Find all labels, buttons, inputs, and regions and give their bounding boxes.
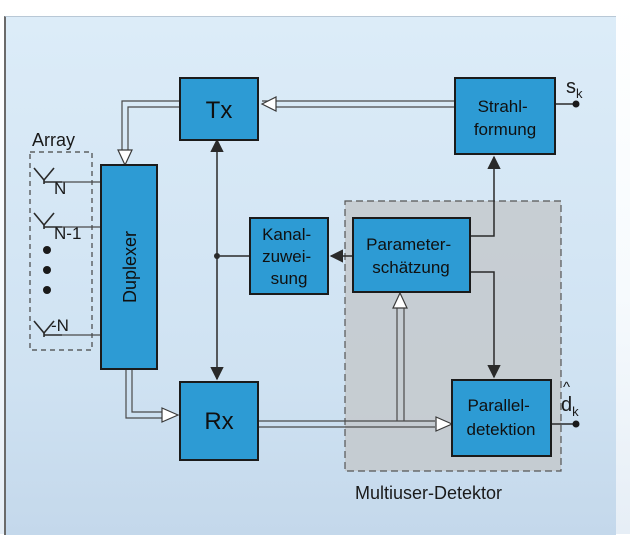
array-box	[29, 151, 93, 351]
tx-to-duplexer-line-a	[121, 100, 180, 150]
antenna-n1-icon	[33, 212, 62, 229]
duplexer-to-rx-line-a	[125, 369, 162, 419]
duplexer-to-rx-line-b	[131, 369, 162, 413]
tx-to-duplexer-arrowhead	[117, 149, 133, 167]
multiuser-detector-label: Multiuser-Detektor	[355, 483, 502, 503]
antenna-n-label: N	[54, 179, 66, 198]
parameterschaetzung-block: Parameter- schätzung	[352, 217, 471, 293]
rx-block: Rx	[179, 381, 259, 461]
strahl-label-1: Strahl-	[478, 97, 528, 116]
dk-terminal-dot	[572, 420, 580, 428]
duplexer-block: Duplexer	[100, 164, 158, 370]
rx-label: Rx	[204, 408, 233, 435]
array-title: Array	[32, 130, 75, 150]
kanal-label-1: Kanal-	[262, 225, 311, 244]
antenna-n-icon	[33, 167, 62, 184]
kanal-label-3: sung	[271, 269, 308, 288]
tx-label: Tx	[206, 97, 233, 124]
array-ellipsis-dot-2	[43, 266, 51, 274]
antenna-n1-label: N-1	[54, 224, 81, 243]
kanalzuweisung-block: Kanal- zuwei- sung	[249, 217, 329, 295]
dk-subscript: k	[572, 404, 579, 419]
parallel-label-1: Parallel-	[467, 396, 529, 415]
paralleldetektion-block: Parallel- detektion	[451, 379, 552, 457]
array-ellipsis-dot-1	[43, 246, 51, 254]
svg-text:Parameter- schätzung: Parameter- schätzung	[366, 235, 456, 277]
rx-to-param-arrowhead	[392, 291, 408, 309]
rx-to-parallel-arrowhead	[435, 416, 454, 432]
sk-label: sk	[566, 76, 583, 101]
strahl-to-tx-arrowhead	[260, 96, 277, 112]
array-ellipsis-dot-3	[43, 286, 51, 294]
param-to-parallel	[470, 271, 501, 379]
duplexer-label: Duplexer	[120, 231, 140, 303]
sk-terminal-dot	[572, 100, 580, 108]
dk-hat: ^	[563, 379, 570, 396]
param-to-strahl	[470, 155, 501, 237]
duplexer-to-rx-arrowhead	[161, 407, 180, 423]
strahl-label-2: formung	[474, 120, 536, 139]
sk-subscript: k	[576, 86, 583, 101]
svg-text:Parallel- detektion: Parallel- detektion	[467, 396, 536, 439]
svg-text:Kanal- zuwei- sung: Kanal- zuwei- sung	[262, 225, 316, 288]
svg-text:Strahl- formung: Strahl- formung	[474, 97, 536, 139]
tx-to-duplexer-line-b	[127, 106, 180, 150]
dk-label: dk	[561, 394, 579, 419]
kanal-junction-dot	[214, 253, 220, 259]
tx-block: Tx	[179, 77, 259, 141]
parallel-label-2: detektion	[467, 420, 536, 439]
parameter-label-1: Parameter-	[366, 235, 451, 254]
kanal-label-2: zuwei-	[262, 247, 311, 266]
antenna-minus-n-icon	[33, 320, 62, 337]
dk-symbol: d	[561, 394, 572, 416]
sk-symbol: s	[566, 76, 576, 98]
antenna-minus-n-label: -N	[51, 316, 69, 335]
parameter-label-2: schätzung	[372, 258, 450, 277]
strahlformung-block: Strahl- formung	[454, 77, 556, 155]
